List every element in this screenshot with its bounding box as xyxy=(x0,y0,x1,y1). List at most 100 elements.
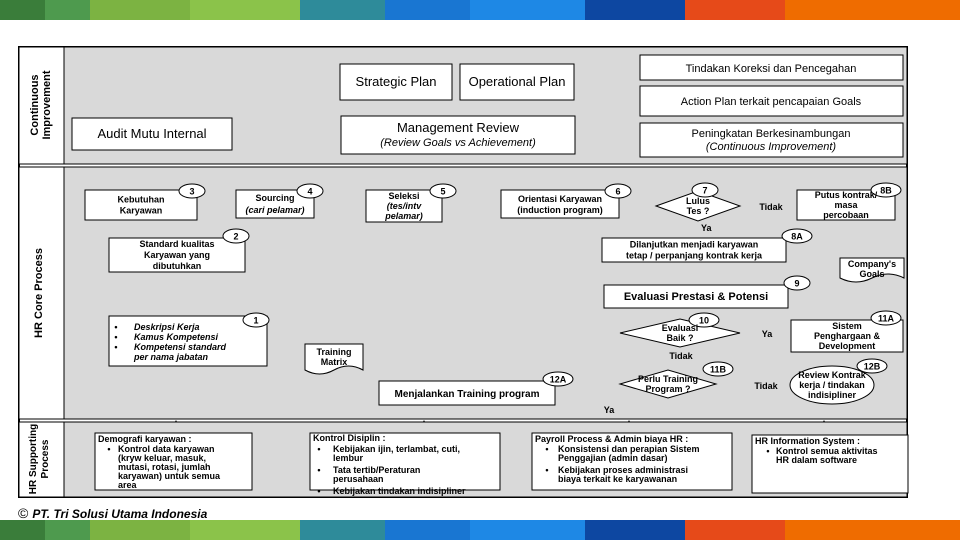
num-3-label: 3 xyxy=(189,187,194,197)
company-goals-doc xyxy=(839,257,905,283)
num-4 xyxy=(296,183,324,199)
bullet: • xyxy=(545,444,548,454)
deskripsi-item: Kompetensi standard xyxy=(134,342,227,352)
putus-label: percobaan xyxy=(823,210,869,220)
dilanjutkan-label: tetap / perpanjang kontrak kerja xyxy=(626,251,763,261)
num-10-label: 10 xyxy=(699,316,709,326)
tindakan-box xyxy=(639,54,904,81)
disiplin-line: Kebijakan tindakan indisipliner xyxy=(333,486,466,496)
payroll-line: Kebijakan proses administrasi xyxy=(558,465,688,475)
deskripsi-item: per nama jabatan xyxy=(133,352,209,362)
review-label: kerja / tindakan xyxy=(799,380,865,390)
bullet: • xyxy=(114,342,117,352)
core-side-label-box xyxy=(18,166,65,420)
putus-label: Putus kontrak/ xyxy=(815,190,878,200)
standard-label: Karyawan yang xyxy=(144,250,210,260)
demografi-line: area xyxy=(118,480,138,490)
copyright-symbol: © xyxy=(18,505,29,521)
demografi-line: (kryw keluar, masuk, xyxy=(118,453,206,463)
evaluasi-baik-label: Baik ? xyxy=(666,333,693,343)
sistem-label: Penghargaan & xyxy=(814,331,881,341)
num-8b xyxy=(870,182,902,198)
num-12b xyxy=(856,358,888,374)
training-matrix-label: Matrix xyxy=(321,357,348,367)
num-6 xyxy=(604,183,632,199)
num-11b-label: 11B xyxy=(710,365,727,375)
num-2-label: 2 xyxy=(233,232,238,242)
section-label-ci: Improvement xyxy=(41,70,53,139)
section-label-core: HR Core Process xyxy=(33,248,45,338)
his-box xyxy=(751,434,909,494)
ya-label: Ya xyxy=(762,329,774,339)
num-3 xyxy=(178,183,206,199)
num-11a-label: 11A xyxy=(878,314,895,324)
demografi-line: Kontrol data karyawan xyxy=(118,444,215,454)
operational-plan-box xyxy=(459,63,575,101)
dilanjutkan-box xyxy=(601,237,787,263)
num-4-label: 4 xyxy=(307,187,312,197)
num-2 xyxy=(222,228,250,244)
company-goals-label: Goals xyxy=(859,269,884,279)
peningkatan-label-1: Peningkatan Berkesinambungan xyxy=(691,128,850,140)
num-5 xyxy=(429,183,457,199)
num-6-label: 6 xyxy=(615,187,620,197)
payroll-line: Penggajian (admin dasar) xyxy=(558,453,668,463)
bullet: • xyxy=(317,486,320,496)
num-9-label: 9 xyxy=(794,279,799,289)
support-side-label-box xyxy=(18,421,65,498)
operational-label: Operational Plan xyxy=(469,74,566,89)
ya-label: Ya xyxy=(604,405,616,415)
seleksi-sub: pelamar) xyxy=(384,211,423,221)
standard-label: dibutuhkan xyxy=(153,261,202,271)
evaluasi-pp-label: Evaluasi Prestasi & Potensi xyxy=(624,291,768,303)
lulus-decision xyxy=(654,190,742,222)
orientasi-box xyxy=(500,189,620,219)
num-1 xyxy=(242,312,270,328)
footer-company: PT. Tri Solusi Utama Indonesia xyxy=(32,507,208,521)
num-7-label: 7 xyxy=(702,186,707,196)
bullet: • xyxy=(317,444,320,454)
seleksi-label: Seleksi xyxy=(388,191,419,201)
review-oval xyxy=(789,365,875,405)
num-12a xyxy=(542,371,574,387)
peningkatan-box xyxy=(639,122,904,158)
section-label-support: Process xyxy=(40,439,51,478)
num-8b-label: 8B xyxy=(880,186,892,196)
ci-side-label-box xyxy=(18,46,65,165)
bullet: • xyxy=(114,322,117,332)
disiplin-line: Kebijakan ijin, terlambat, cuti, xyxy=(333,444,460,454)
company-goals-label: Company's xyxy=(848,259,896,269)
num-11b xyxy=(702,361,734,377)
demografi-line: karyawan) untuk semua xyxy=(118,471,221,481)
tidak-label: Tidak xyxy=(669,351,693,361)
tidak-label: Tidak xyxy=(759,202,783,212)
peningkatan-label-2: (Continuous Improvement) xyxy=(706,141,837,153)
kebutuhan-label: Karyawan xyxy=(120,206,163,216)
deskripsi-item: Deskripsi Kerja xyxy=(134,322,200,332)
strategic-plan-box xyxy=(339,63,453,101)
tidak-label: Tidak xyxy=(754,381,778,391)
perlu-label: Perlu Training xyxy=(638,374,698,384)
lulus-label: Tes ? xyxy=(687,206,710,216)
action-plan-box xyxy=(639,85,904,117)
disiplin-box xyxy=(309,432,501,491)
audit-label: Audit Mutu Internal xyxy=(97,126,206,141)
action-plan-label: Action Plan terkait pencapaian Goals xyxy=(681,96,862,108)
bullet: • xyxy=(317,465,320,475)
num-11a xyxy=(870,310,902,326)
bullet: • xyxy=(545,465,548,475)
orientasi-sub: (induction program) xyxy=(517,205,603,215)
bottom-color-stripe xyxy=(0,520,960,540)
demografi-line: mutasi, rotasi, jumlah xyxy=(118,462,211,472)
seleksi-sub: (tes/intv xyxy=(387,201,423,211)
evaluasi-pp-box xyxy=(603,284,789,309)
num-10 xyxy=(688,312,720,328)
training-matrix-doc xyxy=(304,343,364,375)
lulus-label: Lulus xyxy=(686,196,710,206)
perlu-label: Program ? xyxy=(645,384,690,394)
putus-label: masa xyxy=(834,200,858,210)
section-label-ci: Continuous xyxy=(29,74,41,135)
sourcing-label: Sourcing xyxy=(255,193,294,203)
payroll-line: biaya terkait ke karyawanan xyxy=(558,474,677,484)
num-8a xyxy=(781,228,813,244)
